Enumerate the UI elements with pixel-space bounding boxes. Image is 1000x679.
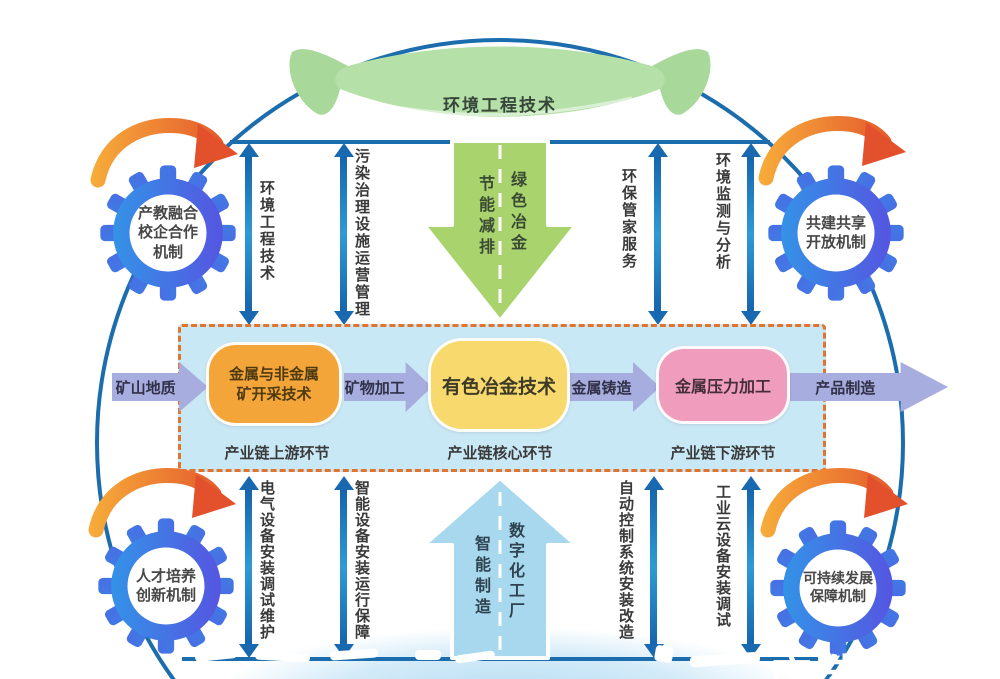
- bottom-link-label: 电气设备安装调试维护: [258, 480, 276, 640]
- upstream-box-line1: 金属与非金属: [228, 364, 319, 383]
- top-link-label: 环境工程技术: [258, 180, 276, 282]
- bottom-link-label: 自动控制系统安装改造: [617, 480, 635, 640]
- downstream-box: 金属压力加工: [656, 346, 790, 424]
- green-arrow-right-text: 绿色冶金: [508, 171, 527, 255]
- gear-bottom-right: 可持续发展 保障机制: [768, 518, 908, 658]
- upstream-box-line2: 矿开采技术: [236, 385, 312, 403]
- core-box-label: 有色冶金技术: [441, 375, 556, 398]
- watermark-text: 广告专: [768, 651, 930, 679]
- downstream-box-label: 金属压力加工: [674, 377, 771, 396]
- link-arrow: [245, 489, 252, 645]
- gear-label-line: 可持续发展: [803, 570, 873, 587]
- link-arrow: [654, 156, 661, 312]
- gear-label-line: 创新机制: [135, 586, 196, 604]
- gear-icon: [98, 518, 234, 654]
- banner-title: 环境工程技术: [443, 96, 557, 116]
- curved-arrow-icon: [760, 468, 908, 538]
- core-caption: 产业链核心环节: [447, 444, 553, 462]
- gear-label-line: 产教融合: [137, 203, 198, 222]
- link-arrow: [340, 489, 347, 645]
- green-arrow-left-text: 节能减排: [476, 175, 495, 259]
- gear-top-right: 共建共享 开放机制: [766, 163, 906, 303]
- curved-arrow-icon: [90, 118, 238, 188]
- flow-arrow-label: 矿山地质: [115, 378, 176, 397]
- blue-arrow-right-text: 数字化工厂: [506, 522, 525, 622]
- gear-icon: [768, 165, 904, 301]
- link-arrow: [747, 489, 754, 645]
- bottom-link-label: 工业云设备安装调试: [714, 484, 732, 628]
- gear-icon: [770, 520, 906, 656]
- gear-label-line: 开放机制: [805, 233, 866, 251]
- bottom-link-label: 智能设备安装运行保障: [353, 480, 371, 640]
- gear-icon: [100, 165, 236, 301]
- core-box: 有色冶金技术: [428, 338, 570, 432]
- gear-bottom-left: 人才培养 创新机制: [96, 516, 236, 656]
- white-scribble: [415, 650, 441, 660]
- curved-arrow-icon: [758, 116, 906, 186]
- flow-arrow-label: 矿物加工: [344, 378, 405, 397]
- gear-label-line: 保障机制: [810, 589, 866, 605]
- link-arrow: [245, 156, 252, 312]
- gear-label-line: 校企合作: [137, 223, 198, 242]
- gear-top-left: 产教融合 校企合作 机制: [98, 163, 238, 303]
- downstream-caption: 产业链下游环节: [670, 444, 776, 462]
- gear-label-line: 共建共享: [805, 213, 866, 232]
- upstream-caption: 产业链上游环节: [224, 444, 330, 462]
- link-arrow: [650, 489, 657, 645]
- ribbon-banner: [289, 46, 711, 117]
- link-arrow: [747, 156, 754, 312]
- top-link-label: 环保管家服务: [620, 168, 638, 270]
- blue-arrow-left-text: 智能制造: [472, 535, 491, 619]
- white-scribble: [653, 644, 675, 664]
- green-down-arrow: [422, 139, 578, 323]
- link-arrow: [340, 156, 347, 312]
- curved-arrow-icon: [88, 468, 236, 538]
- upstream-box: 金属与非金属 矿开采技术: [206, 342, 342, 426]
- flow-arrow-label: 产品制造: [815, 378, 876, 397]
- blue-up-arrow: [422, 476, 578, 660]
- flow-arrow-label: 金属铸造: [571, 378, 632, 397]
- gear-label-line: 人才培养: [135, 566, 196, 585]
- gear-label-line: 机制: [152, 242, 183, 261]
- top-link-label: 环境监测与分析: [714, 152, 732, 271]
- top-link-label: 污染治理设施运营管理: [353, 148, 371, 318]
